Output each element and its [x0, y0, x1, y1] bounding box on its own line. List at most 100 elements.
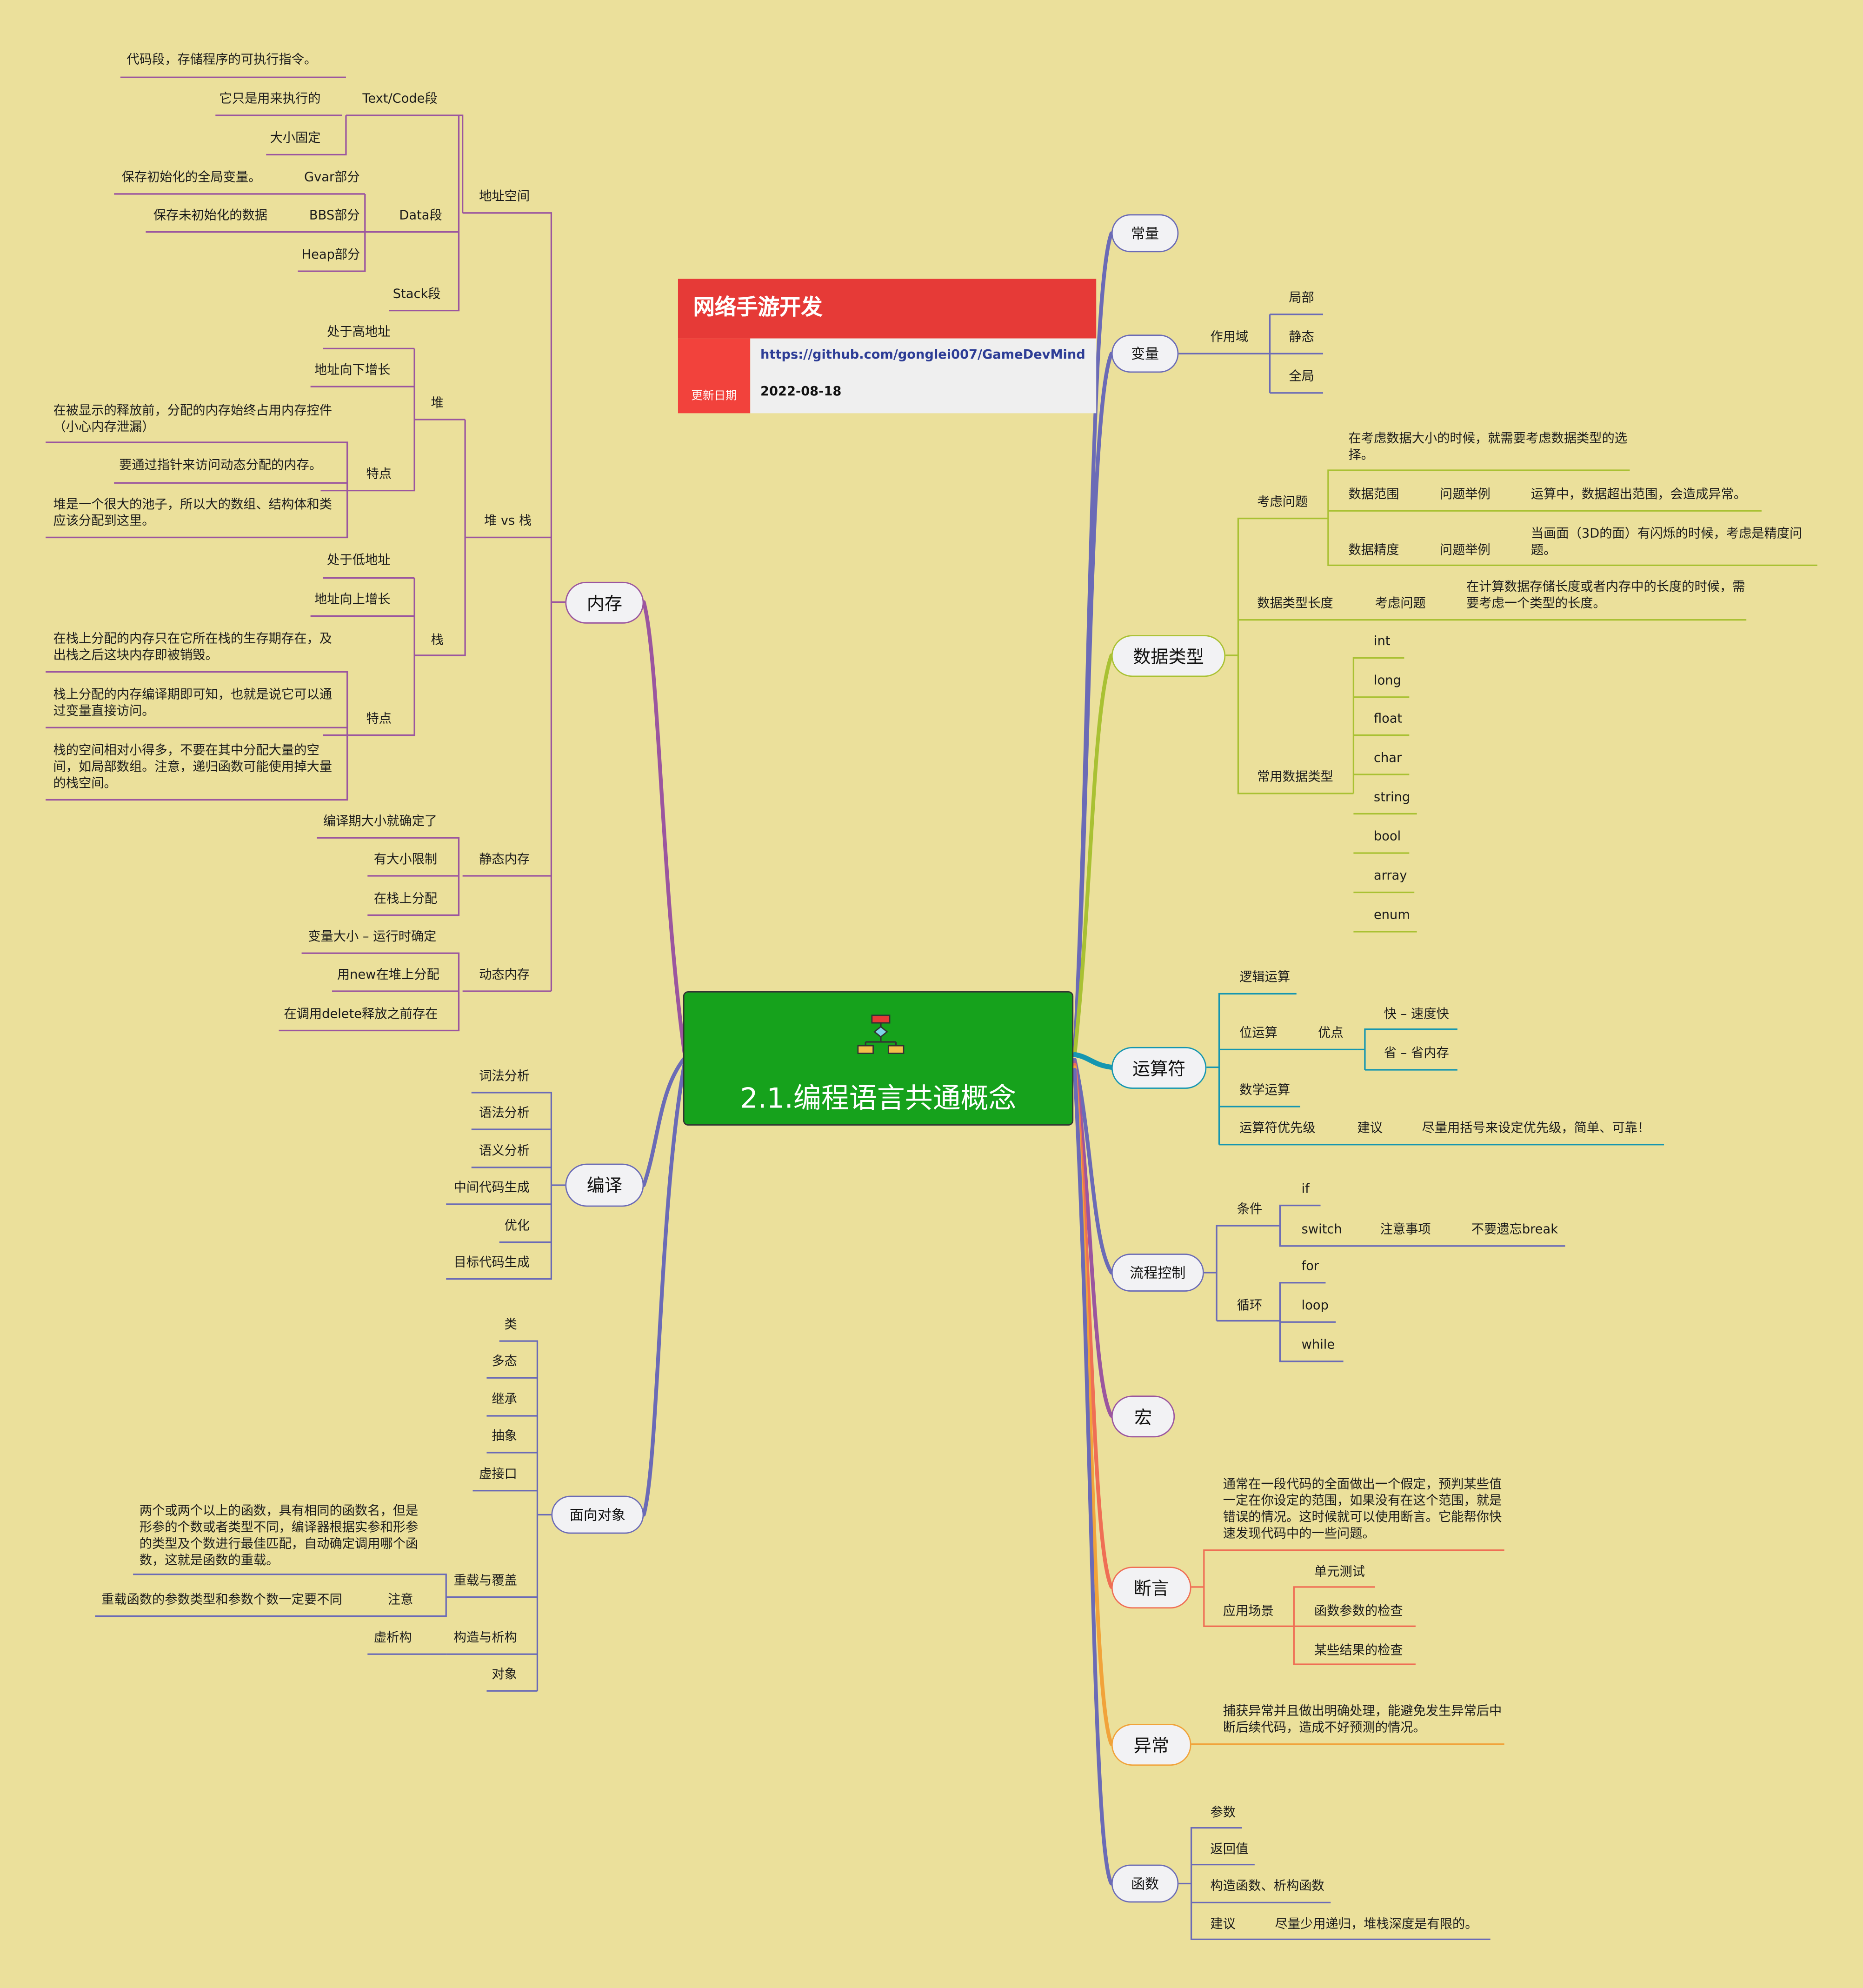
label-scope: 作用域	[1210, 331, 1249, 345]
node-operator[interactable]: 运算符	[1111, 1047, 1207, 1089]
label-ctor: 构造与析构	[453, 1631, 517, 1646]
label-local: 局部	[1289, 291, 1314, 306]
label-codegen: 目标代码生成	[453, 1256, 530, 1270]
label-type-bool: bool	[1374, 830, 1401, 844]
label-heap-traits: 特点	[366, 467, 392, 482]
node-exception[interactable]: 异常	[1111, 1724, 1191, 1766]
label-range-ex: 问题举例	[1439, 488, 1490, 502]
label-gvar-desc: 保存初始化的全局变量。	[121, 171, 261, 185]
label-type-float: float	[1374, 712, 1403, 727]
label-type-int: int	[1374, 635, 1391, 649]
org-chart-icon	[857, 1014, 905, 1054]
label-heap-high: 处于高地址	[327, 326, 391, 340]
label-bit-adv: 优点	[1318, 1027, 1344, 1041]
label-bit-op: 位运算	[1239, 1027, 1277, 1041]
label-ir: 中间代码生成	[453, 1181, 530, 1195]
label-logic-op: 逻辑运算	[1239, 971, 1291, 985]
label-consider: 考虑问题	[1257, 495, 1308, 510]
label-semantic: 语义分析	[479, 1144, 530, 1159]
node-function[interactable]: 函数	[1111, 1864, 1179, 1903]
label-assert-scene: 应用场景	[1223, 1604, 1274, 1619]
label-stack-low: 处于低地址	[327, 554, 391, 568]
node-compile[interactable]: 编译	[565, 1163, 644, 1207]
label-overload: 重载与覆盖	[453, 1574, 517, 1588]
label-precision-ex: 问题举例	[1439, 544, 1490, 558]
label-range-desc: 运算中，数据超出范围，会造成异常。	[1530, 488, 1747, 502]
info-url-link[interactable]: https://github.com/gonglei007/GameDevMin…	[760, 348, 1085, 363]
label-heap-vs-stack: 堆 vs 栈	[484, 514, 532, 529]
node-constant[interactable]: 常量	[1111, 214, 1179, 253]
info-date: 2022-08-18	[760, 385, 842, 400]
label-stack-traits: 特点	[366, 712, 392, 727]
label-func-return: 返回值	[1210, 1843, 1249, 1857]
label-stack: 栈	[431, 634, 444, 648]
label-unit-test: 单元测试	[1314, 1565, 1365, 1580]
node-oop[interactable]: 面向对象	[551, 1495, 644, 1534]
label-overload-note-desc: 重载函数的参数类型和参数个数一定要不同	[101, 1593, 342, 1608]
label-switch-break: 不要遗忘break	[1471, 1223, 1558, 1237]
label-heap: 堆	[431, 396, 444, 411]
branch-line-memory	[642, 600, 686, 1054]
label-stack-seg: Stack段	[393, 287, 441, 302]
label-type-long: long	[1374, 674, 1401, 688]
node-variable[interactable]: 变量	[1111, 334, 1179, 373]
label-switch-note: 注意事项	[1380, 1223, 1431, 1237]
label-stack-trait-2: 栈上分配的内存编译期即可知，也就是说它可以通过变量直接访问。	[53, 688, 332, 719]
label-for: for	[1301, 1260, 1319, 1274]
label-type-length: 数据类型长度	[1257, 597, 1333, 611]
label-lexical: 词法分析	[479, 1069, 530, 1084]
label-virtual-interface: 虚接口	[479, 1468, 517, 1482]
label-type-string: string	[1374, 791, 1411, 805]
branch-line-datatype	[1072, 653, 1114, 1057]
label-if: if	[1301, 1182, 1310, 1197]
label-heap-trait-2: 要通过指针来访问动态分配的内存。	[119, 459, 322, 473]
root-title: 2.1.编程语言共通概念	[740, 1083, 1017, 1116]
label-while: while	[1301, 1338, 1335, 1353]
branch-line-operator	[1072, 1052, 1114, 1070]
label-loop-kw: loop	[1301, 1299, 1329, 1314]
label-bbs-desc: 保存未初始化的数据	[153, 209, 267, 223]
label-stack-up: 地址向上增长	[314, 593, 391, 607]
label-static-3: 在栈上分配	[373, 892, 438, 907]
label-only-exec: 它只是用来执行的	[219, 92, 321, 107]
label-code-seg-desc: 代码段，存储程序的可执行指令。	[126, 53, 317, 67]
label-bbs: BBS部分	[309, 209, 360, 223]
label-result-check: 某些结果的检查	[1314, 1644, 1403, 1658]
label-address-space: 地址空间	[479, 190, 530, 204]
node-flow[interactable]: 流程控制	[1111, 1254, 1204, 1292]
label-static-mem: 静态内存	[479, 853, 530, 867]
node-datatype[interactable]: 数据类型	[1111, 635, 1226, 677]
label-bit-fast: 快 – 速度快	[1384, 1007, 1449, 1022]
label-dynamic-1: 变量大小 – 运行时确定	[308, 930, 437, 945]
label-precision-desc: 当画面（3D的面）有闪烁的时候，考虑是精度问题。	[1530, 527, 1803, 558]
label-object: 对象	[492, 1668, 517, 1682]
label-range: 数据范围	[1348, 488, 1399, 502]
info-date-label: 更新日期	[691, 390, 737, 403]
label-class: 类	[504, 1318, 517, 1333]
label-dynamic-mem: 动态内存	[479, 968, 530, 982]
branch-line-compile	[642, 1056, 686, 1187]
node-assert[interactable]: 断言	[1111, 1567, 1191, 1609]
branch-line-function	[1072, 1067, 1114, 1886]
label-func-advice: 建议	[1210, 1918, 1236, 1932]
branch-line-flow	[1072, 1058, 1114, 1275]
label-heap-down: 地址向下增长	[314, 364, 391, 378]
label-common-types: 常用数据类型	[1257, 770, 1333, 785]
branch-line-macro	[1072, 1060, 1114, 1418]
label-type-length-desc: 在计算数据存储长度或者内存中的长度的时候，需要考虑一个类型的长度。	[1466, 580, 1745, 611]
label-heap-trait-1: 在被显示的释放前，分配的内存始终占用内存控件（小心内存泄漏）	[53, 404, 332, 435]
label-param-check: 函数参数的检查	[1314, 1604, 1403, 1619]
label-stack-trait-1: 在栈上分配的内存只在它所在栈的生存期存在，及出栈之后这块内存即被销毁。	[53, 632, 332, 663]
node-macro[interactable]: 宏	[1111, 1395, 1175, 1438]
label-func-ctor: 构造函数、析构函数	[1210, 1880, 1324, 1894]
label-dynamic-3: 在调用delete释放之前存在	[284, 1007, 438, 1022]
label-consider-desc: 在考虑数据大小的时候，就需要考虑数据类型的选择。	[1348, 432, 1628, 463]
label-overload-desc: 两个或两个以上的函数，具有相同的函数名，但是形参的个数或者类型不同，编译器根据实…	[139, 1504, 419, 1568]
label-syntax: 语法分析	[479, 1107, 530, 1121]
label-overload-note: 注意	[387, 1593, 413, 1608]
node-memory[interactable]: 内存	[565, 581, 644, 624]
label-precision: 数据精度	[1348, 544, 1399, 558]
label-func-param: 参数	[1210, 1806, 1236, 1821]
root-node[interactable]: 2.1.编程语言共通概念	[683, 991, 1074, 1126]
